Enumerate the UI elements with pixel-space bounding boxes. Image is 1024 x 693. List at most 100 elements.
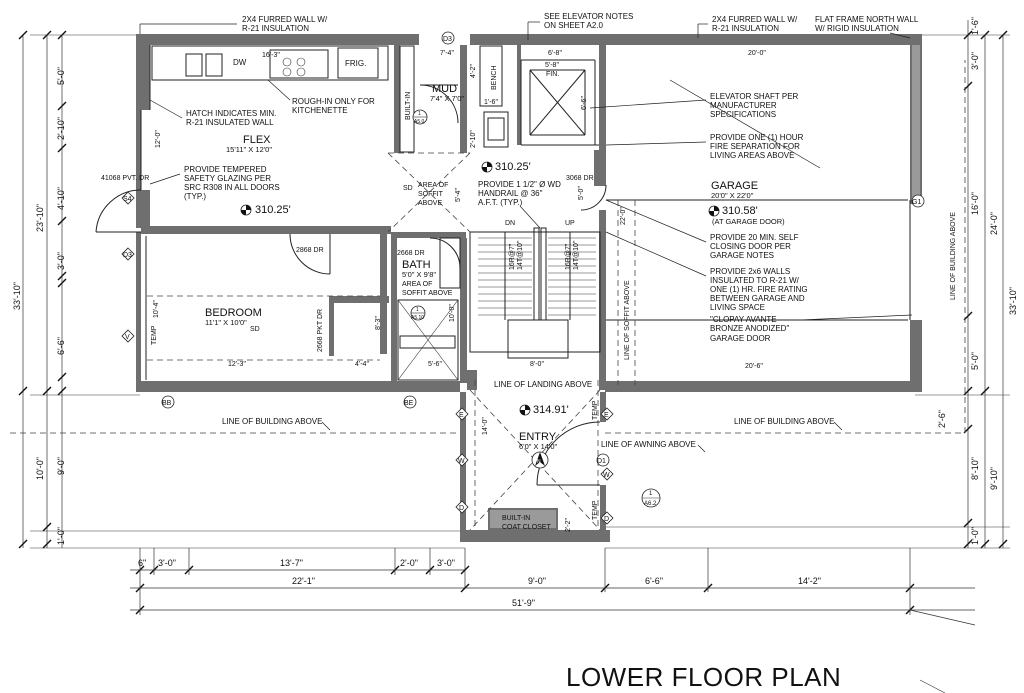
note-soffit-3: ABOVE bbox=[418, 200, 442, 207]
note-furred-wall-left: 2X4 FURRED WALL W/ bbox=[242, 15, 328, 24]
note-2x6-walls-2: INSULATED TO R-21 W/ bbox=[710, 276, 800, 285]
svg-text:9'-0": 9'-0" bbox=[528, 576, 546, 586]
svg-text:S4: S4 bbox=[123, 196, 132, 203]
svg-text:D: D bbox=[459, 505, 464, 512]
tag-e1: E bbox=[455, 407, 469, 421]
svg-text:6'-6": 6'-6" bbox=[645, 576, 663, 586]
tag-be: BE bbox=[403, 395, 417, 409]
note-2x6-walls-3: ONE (1) HR. FIRE RATING bbox=[710, 285, 808, 294]
svg-text:1'-6": 1'-6" bbox=[970, 17, 980, 35]
note-self-closing-3: GARAGE NOTES bbox=[710, 251, 774, 260]
note-furred-wall-right: 2X4 FURRED WALL W/ bbox=[712, 15, 798, 24]
tag-e2: E bbox=[600, 407, 614, 421]
door-label-2668: 2668 DR bbox=[397, 250, 425, 257]
note-elevator-shaft: ELEVATOR SHAFT PER bbox=[710, 92, 799, 101]
entry-room-name: ENTRY bbox=[519, 431, 557, 443]
svg-text:1: 1 bbox=[649, 491, 653, 497]
svg-text:1: 1 bbox=[418, 111, 421, 117]
garage-elevation-note: (AT GARAGE DOOR) bbox=[712, 217, 785, 226]
svg-text:A5.0: A5.0 bbox=[414, 119, 425, 125]
note-furred-wall-left-2: R-21 INSULATION bbox=[242, 24, 309, 33]
built-in-label: BUILT-IN bbox=[405, 92, 412, 120]
svg-text:5'-6": 5'-6" bbox=[428, 361, 442, 368]
note-soffit-bath: AREA OF bbox=[402, 281, 432, 288]
svg-text:D1: D1 bbox=[597, 458, 606, 465]
note-hatch: HATCH INDICATES MIN. bbox=[186, 109, 276, 118]
note-soffit-2: SOFFIT bbox=[418, 191, 444, 198]
svg-text:33'-10": 33'-10" bbox=[1008, 287, 1018, 315]
north-arrow-icon: N bbox=[531, 451, 549, 469]
tag-w2: W bbox=[600, 467, 614, 481]
note-hatch-2: R-21 INSULATED WALL bbox=[186, 118, 274, 127]
svg-text:16'-3": 16'-3" bbox=[262, 52, 280, 59]
svg-text:20'-0": 20'-0" bbox=[748, 50, 766, 57]
note-line-building-left: LINE OF BUILDING ABOVE bbox=[222, 417, 322, 426]
bath-fixtures bbox=[397, 237, 461, 381]
stair-up-risers: 16R@7" bbox=[565, 243, 572, 270]
left-dimension-lines bbox=[18, 30, 67, 549]
smoke-detector-hall: SD bbox=[403, 185, 413, 192]
svg-text:1'-0": 1'-0" bbox=[56, 527, 66, 545]
note-2x6-walls: PROVIDE 2x6 WALLS bbox=[710, 267, 790, 276]
flex-elevation: 310.25' bbox=[255, 204, 291, 216]
svg-text:BB: BB bbox=[162, 400, 172, 407]
drawing-title: LOWER FLOOR PLAN bbox=[566, 662, 841, 692]
temp-glazing-closet: TEMP bbox=[592, 500, 599, 520]
svg-text:3'-0": 3'-0" bbox=[970, 52, 980, 70]
note-elevator-shaft-3: SPECIFICATIONS bbox=[710, 110, 776, 119]
door-labels: 41068 PVT. DR 2868 DR 2668 DR 3068 DR 26… bbox=[101, 175, 594, 352]
svg-text:G1: G1 bbox=[912, 199, 921, 206]
note-2x6-walls-5: LIVING SPACE bbox=[710, 303, 765, 312]
note-elevator-2: ON SHEET A2.0 bbox=[544, 21, 604, 30]
note-tempered: PROVIDE TEMPERED bbox=[184, 165, 267, 174]
svg-text:D3: D3 bbox=[123, 252, 132, 259]
svg-text:3'-0": 3'-0" bbox=[56, 252, 66, 270]
svg-text:W: W bbox=[458, 458, 465, 465]
note-one-hour-3: LIVING AREAS ABOVE bbox=[710, 151, 794, 160]
tag-d3-top: D3 bbox=[441, 31, 455, 45]
bedroom-room-name: BEDROOM bbox=[205, 307, 262, 319]
bath-room-size: 5'0" X 9'8" bbox=[402, 270, 436, 279]
svg-text:6'-6": 6'-6" bbox=[581, 96, 588, 110]
note-tempered-4: (TYP.) bbox=[184, 192, 206, 201]
stair-down-label: DN bbox=[505, 220, 515, 227]
stair-down-risers: 16R@7" bbox=[509, 243, 516, 270]
note-tempered-3: SRC R308 IN ALL DOORS bbox=[184, 183, 280, 192]
svg-text:13'-7": 13'-7" bbox=[280, 558, 303, 568]
tag-g1: G1 bbox=[911, 194, 925, 208]
svg-text:3'-0": 3'-0" bbox=[158, 558, 176, 568]
tag-v: V bbox=[121, 329, 135, 343]
temp-glazing-bedroom: TEMP bbox=[151, 325, 158, 345]
garage-elevation: 310.58' bbox=[722, 205, 758, 217]
svg-text:51'-9": 51'-9" bbox=[512, 598, 535, 608]
note-built-in-closet: BUILT-IN bbox=[502, 515, 530, 522]
door-label-2868: 2868 DR bbox=[296, 247, 324, 254]
partition-lines bbox=[140, 45, 911, 380]
svg-text:2'-2": 2'-2" bbox=[565, 518, 572, 532]
tag-d1: D1 bbox=[596, 453, 610, 467]
svg-text:5'-0": 5'-0" bbox=[578, 186, 585, 200]
note-roughin: ROUGH-IN ONLY FOR bbox=[292, 97, 375, 106]
svg-text:5'-8": 5'-8" bbox=[545, 62, 559, 69]
svg-text:5'-4": 5'-4" bbox=[455, 188, 462, 202]
svg-text:33'-10": 33'-10" bbox=[12, 282, 22, 310]
elevation-markers bbox=[240, 161, 720, 416]
svg-text:10'-0": 10'-0" bbox=[35, 457, 45, 480]
svg-text:4'-10": 4'-10" bbox=[56, 187, 66, 210]
svg-text:1'-0": 1'-0" bbox=[970, 527, 980, 545]
note-line-awning: LINE OF AWNING ABOVE bbox=[601, 440, 696, 449]
svg-text:2'-6": 2'-6" bbox=[937, 410, 947, 428]
svg-text:10'-4": 10'-4" bbox=[153, 300, 160, 318]
note-2x6-walls-4: BETWEEN GARAGE AND bbox=[710, 294, 805, 303]
svg-text:2'-0": 2'-0" bbox=[400, 558, 418, 568]
bench-label: BENCH bbox=[491, 65, 498, 90]
svg-text:16'-0": 16'-0" bbox=[970, 192, 980, 215]
extension-lines bbox=[10, 34, 1010, 549]
bedroom-room-size: 11'1" X 10'0" bbox=[205, 318, 247, 327]
stair-down-treads: 14T@10" bbox=[517, 240, 524, 270]
element-tags: D3 S4 D3 V BB BE E W D E D1 W D G1 bbox=[121, 31, 925, 525]
note-flat-frame: FLAT FRAME NORTH WALL bbox=[815, 15, 919, 24]
svg-text:E: E bbox=[604, 412, 609, 419]
note-one-hour-2: FIRE SEPARATION FOR bbox=[710, 142, 800, 151]
soffit-areas bbox=[147, 152, 636, 531]
